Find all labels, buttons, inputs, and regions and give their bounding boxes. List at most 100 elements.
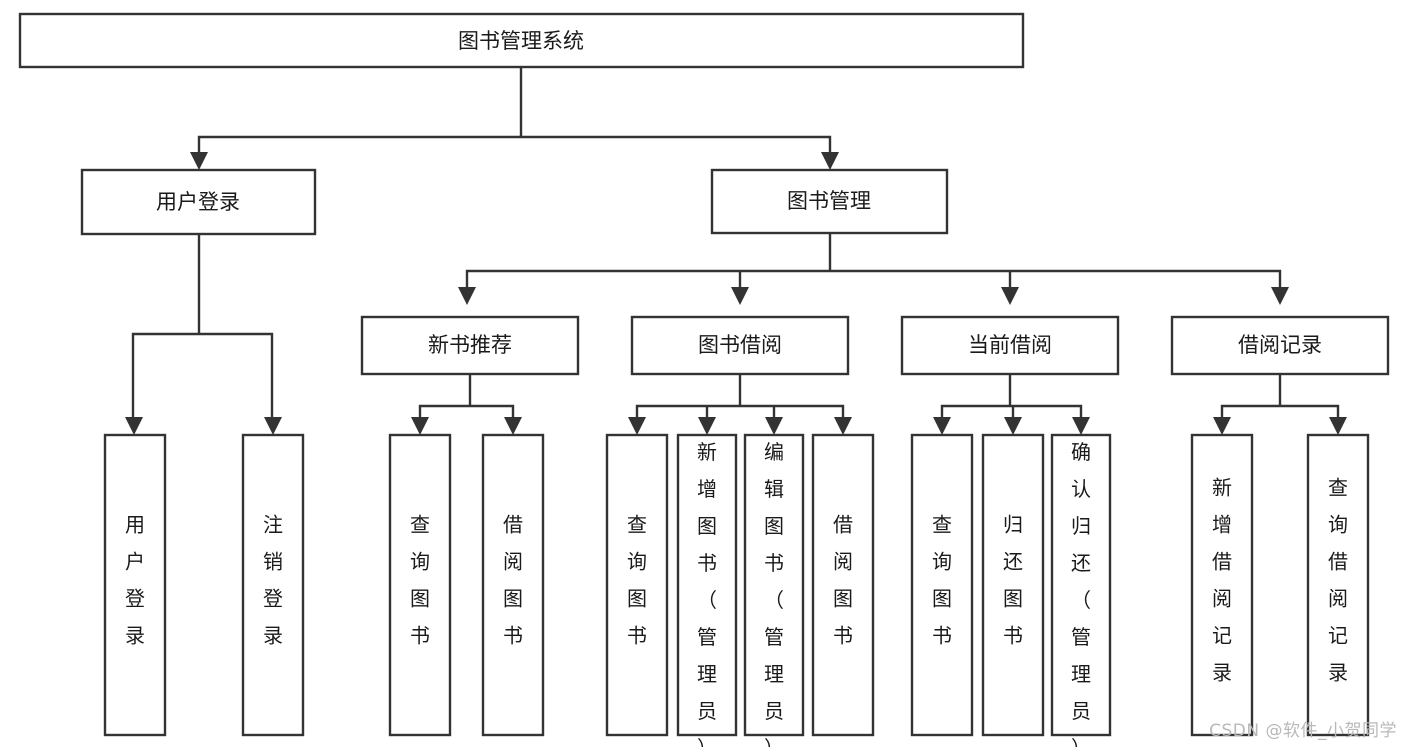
leaf-node[interactable]: 注销登录 (241, 433, 305, 737)
leaf-label-char: 借 (1212, 550, 1232, 574)
leaf-node[interactable]: 查询图书 (910, 433, 974, 737)
leaf-label-char: 书 (833, 624, 853, 648)
leaf-node-label: 确认归还（管理员） (1071, 440, 1091, 747)
leaf-node[interactable]: 编辑图书（管理员） (743, 433, 805, 747)
leaf-label-char: 借 (833, 513, 853, 537)
leaf-node[interactable]: 新增图书（管理员） (676, 433, 738, 747)
leaf-label-char: 询 (932, 550, 952, 574)
leaf-label-char: 阅 (503, 550, 523, 574)
leaf-label-char: 书 (697, 551, 717, 575)
node-root-label: 图书管理系统 (458, 29, 584, 53)
arrow-head-leaf-edit-book (765, 417, 783, 435)
leaf-node-box[interactable] (241, 433, 305, 737)
leaf-node-label: 查询图书 (627, 513, 647, 648)
leaf-node-box[interactable] (910, 433, 974, 737)
node-current-borrow[interactable]: 当前借阅 (900, 315, 1120, 376)
leaf-label-char: 书 (932, 624, 952, 648)
leaf-node[interactable]: 查询借阅记录 (1306, 433, 1370, 737)
leaf-label-char: 登 (263, 587, 283, 611)
leaf-label-char: 新 (1212, 476, 1232, 500)
leaf-node-box[interactable] (1190, 433, 1254, 737)
node-new-book[interactable]: 新书推荐 (360, 315, 580, 376)
leaf-node-layer: 用户登录注销登录查询图书借阅图书查询图书新增图书（管理员）编辑图书（管理员）借阅… (103, 433, 1370, 747)
leaf-label-char: ） (764, 736, 784, 747)
node-borrow-record-box[interactable] (1170, 315, 1390, 376)
leaf-label-char: 用 (125, 513, 145, 537)
leaf-node-label: 用户登录 (125, 513, 145, 648)
node-book-borrow-box[interactable] (630, 315, 850, 376)
leaf-label-char: 记 (1328, 624, 1348, 648)
leaf-node-box[interactable] (743, 433, 805, 737)
arrow-head-current-borrow (1001, 287, 1019, 305)
connector-current-borrow-bus (940, 372, 1083, 425)
leaf-label-char: 书 (410, 624, 430, 648)
node-root[interactable]: 图书管理系统 (18, 12, 1025, 69)
leaf-label-char: 登 (125, 587, 145, 611)
leaf-label-char: 理 (697, 662, 717, 686)
node-book-manage[interactable]: 图书管理 (710, 168, 949, 235)
arrow-head-leaf-borrow-book-1 (504, 417, 522, 435)
leaf-label-char: （ (697, 588, 717, 612)
leaf-node[interactable]: 借阅图书 (811, 433, 875, 737)
leaf-label-char: 确 (1071, 440, 1091, 464)
node-book-borrow-label: 图书借阅 (698, 333, 782, 357)
leaf-node-box[interactable] (388, 433, 452, 737)
node-book-borrow[interactable]: 图书借阅 (630, 315, 850, 376)
leaf-node[interactable]: 查询图书 (605, 433, 669, 737)
node-borrow-record[interactable]: 借阅记录 (1170, 315, 1390, 376)
leaf-label-char: 查 (932, 513, 952, 537)
leaf-node[interactable]: 归还图书 (981, 433, 1045, 737)
leaf-label-char: 借 (1328, 550, 1348, 574)
leaf-label-char: 图 (627, 587, 647, 611)
leaf-label-char: 编 (764, 440, 784, 464)
leaf-node[interactable]: 借阅图书 (481, 433, 545, 737)
leaf-label-char: （ (1071, 588, 1091, 612)
leaf-node[interactable]: 用户登录 (103, 433, 167, 737)
leaf-node-label: 归还图书 (1003, 513, 1023, 648)
leaf-label-char: （ (764, 588, 784, 612)
leaf-node-box[interactable] (811, 433, 875, 737)
leaf-label-char: 还 (1003, 550, 1023, 574)
leaf-label-char: 借 (503, 513, 523, 537)
leaf-label-char: 图 (410, 587, 430, 611)
leaf-node-box[interactable] (676, 433, 738, 737)
node-new-book-box[interactable] (360, 315, 580, 376)
node-current-borrow-box[interactable] (900, 315, 1120, 376)
leaf-label-char: 图 (697, 514, 717, 538)
leaf-label-char: 员 (764, 699, 784, 723)
leaf-label-char: 管 (1071, 625, 1091, 649)
node-user-login[interactable]: 用户登录 (80, 168, 317, 236)
connector-user-login-bus (131, 232, 274, 425)
leaf-label-char: 理 (764, 662, 784, 686)
leaf-node-box[interactable] (605, 433, 669, 737)
leaf-label-char: 归 (1003, 513, 1023, 537)
node-user-login-box[interactable] (80, 168, 317, 236)
node-book-manage-box[interactable] (710, 168, 949, 235)
leaf-node-box[interactable] (481, 433, 545, 737)
arrow-head-book-borrow (731, 287, 749, 305)
leaf-label-char: 图 (1003, 587, 1023, 611)
connector-new-book-bus (418, 372, 515, 425)
arrow-head-leaf-query-record (1329, 417, 1347, 435)
leaf-node[interactable]: 新增借阅记录 (1190, 433, 1254, 737)
node-root-box[interactable] (18, 12, 1025, 69)
arrow-head-leaf-query-book-2 (628, 417, 646, 435)
leaf-node-box[interactable] (1306, 433, 1370, 737)
leaf-label-char: 阅 (1212, 587, 1232, 611)
leaf-label-char: 书 (1003, 624, 1023, 648)
arrow-head-leaf-query-book-1 (411, 417, 429, 435)
node-user-login-label: 用户登录 (156, 190, 240, 214)
leaf-node-label: 查询图书 (410, 513, 430, 648)
leaf-node[interactable]: 查询图书 (388, 433, 452, 737)
leaf-label-char: 书 (627, 624, 647, 648)
leaf-node-box[interactable] (103, 433, 167, 737)
leaf-label-char: 查 (627, 513, 647, 537)
leaf-node-box[interactable] (1050, 433, 1112, 737)
arrow-head-leaf-query-book-3 (933, 417, 951, 435)
connector-book-manage-bus (465, 231, 1282, 294)
leaf-label-char: 户 (125, 550, 145, 574)
leaf-node[interactable]: 确认归还（管理员） (1050, 433, 1112, 747)
leaf-label-char: 辑 (764, 477, 784, 501)
leaf-node-box[interactable] (981, 433, 1045, 737)
